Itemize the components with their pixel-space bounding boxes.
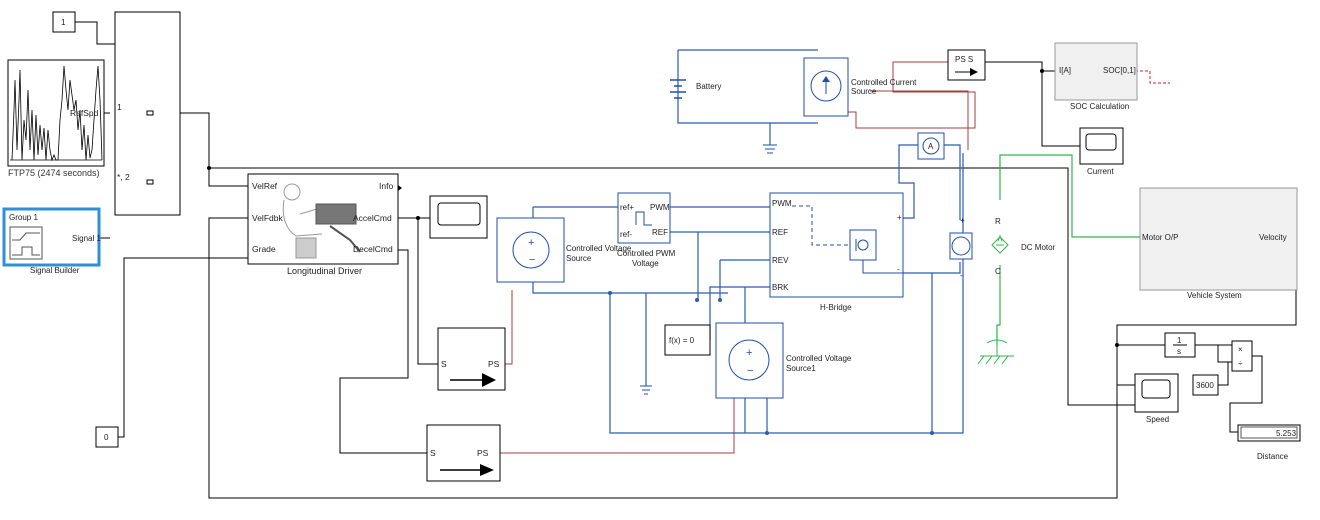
- ps-s-converter[interactable]: [947, 49, 986, 81]
- driver-caption: Longitudinal Driver: [287, 266, 362, 276]
- current-sensor-block[interactable]: [917, 132, 945, 160]
- controlled-voltage-source[interactable]: [496, 217, 565, 283]
- s-ps-2-out: PS: [477, 448, 489, 458]
- dc-motor-icon: [949, 232, 1009, 260]
- h-bridge-block[interactable]: [769, 192, 904, 298]
- battery-icon: [670, 79, 686, 99]
- motor-minus: -: [960, 271, 963, 280]
- svg-text:+: +: [528, 237, 534, 249]
- motor-c-port: C: [995, 267, 1001, 276]
- dc-motor-caption: DC Motor: [1021, 243, 1056, 252]
- ccs-label-line2: Source: [851, 87, 877, 96]
- svg-text:−: −: [747, 365, 753, 377]
- soc-in-port: I[A]: [1059, 66, 1071, 75]
- driver-out-info: Info: [379, 181, 393, 191]
- signal-builder-group: Group 1: [9, 213, 38, 222]
- constant-zero-value: 0: [104, 433, 109, 442]
- driver-in-velref: VelRef: [252, 181, 278, 191]
- pwm-label-line2: Voltage: [632, 259, 659, 268]
- cvs-label-line1: Controlled Voltage: [566, 244, 632, 253]
- hbridge-port-brk: BRK: [772, 283, 789, 292]
- s-ps-1-in: S: [441, 359, 447, 369]
- soc-out-port: SOC[0,1]: [1103, 66, 1136, 75]
- solver-config-text: f(x) = 0: [669, 336, 695, 345]
- driver-in-grade: Grade: [252, 244, 276, 254]
- solver-config-block[interactable]: [664, 324, 711, 356]
- s-ps-2-in: S: [430, 448, 436, 458]
- distance-value: 5.253: [1276, 429, 1297, 438]
- s-ps-1-out: PS: [488, 359, 500, 369]
- ccs-label-line1: Controlled Current: [851, 78, 917, 87]
- mechanical-lines: [996, 154, 1140, 345]
- distance-caption: Distance: [1257, 452, 1289, 461]
- driver-out-accelcmd: AccelCmd: [353, 213, 392, 223]
- cvs1-label-line2: Source1: [786, 364, 816, 373]
- cvs1-label-line1: Controlled Voltage: [786, 354, 852, 363]
- ps-s-label: PS S: [955, 55, 973, 64]
- hbridge-port-ref: REF: [772, 228, 788, 237]
- integrator-den: s: [1177, 347, 1181, 356]
- svg-text:+: +: [897, 213, 902, 222]
- pwm-port-pwm: PWM: [650, 203, 670, 212]
- cvs-label-line2: Source: [566, 254, 592, 263]
- svg-text:÷: ÷: [1238, 359, 1243, 368]
- vehicle-caption: Vehicle System: [1187, 291, 1242, 300]
- svg-text:-: -: [897, 265, 900, 274]
- mux-input-2-label: *, 2: [117, 172, 130, 182]
- hbridge-port-rev: REV: [772, 256, 789, 265]
- physical-lines: [532, 49, 964, 435]
- pwm-label-line1: Controlled PWM: [617, 249, 676, 258]
- svg-text:+: +: [746, 347, 752, 359]
- ftp75-caption: FTP75 (2474 seconds): [8, 168, 100, 178]
- soc-calculation-block[interactable]: [1054, 42, 1138, 101]
- pwm-port-ref: REF: [652, 228, 668, 237]
- pwm-port-refplus: ref+: [620, 203, 634, 212]
- vehicle-out-port: Velocity: [1259, 233, 1287, 242]
- ground-icon-2: [763, 144, 777, 154]
- constant-3600-block[interactable]: [1192, 374, 1219, 396]
- integrator-num: 1: [1177, 336, 1182, 345]
- vehicle-in-port: Motor O/P: [1142, 233, 1178, 242]
- current-scope-caption: Current: [1087, 167, 1114, 176]
- ground-icon-1: [640, 385, 652, 395]
- product-block[interactable]: [1231, 340, 1253, 372]
- ammeter-label: A: [928, 142, 934, 151]
- battery-label: Battery: [696, 82, 721, 91]
- hbridge-caption: H-Bridge: [820, 303, 852, 312]
- signal-builder-port: Signal 1: [72, 234, 101, 243]
- motor-plus: +: [960, 216, 965, 225]
- svg-text:−: −: [529, 254, 535, 266]
- driver-figure-icon: [282, 183, 361, 259]
- driver-out-decelcmd: DecelCmd: [353, 244, 393, 254]
- mux-input-1-label: 1: [117, 102, 122, 112]
- speed-scope-caption: Speed: [1146, 415, 1169, 424]
- product-symbol: ×: [1238, 345, 1243, 354]
- ftp75-waveform-icon: [10, 65, 103, 162]
- signal-builder-caption: Signal Builder: [30, 266, 80, 275]
- motor-r-port: R: [995, 217, 1001, 226]
- controlled-voltage-source1[interactable]: [715, 322, 784, 399]
- vehicle-system-block[interactable]: [1139, 187, 1298, 291]
- driver-in-velfdbk: VelFdbk: [252, 213, 283, 223]
- soc-caption: SOC Calculation: [1070, 102, 1129, 111]
- refspd-port-label: RefSpd: [70, 108, 99, 118]
- s-ps-converter-2[interactable]: [426, 424, 501, 482]
- pwm-port-refminus: ref-: [620, 230, 632, 239]
- signal-lines: [75, 21, 1297, 499]
- constant-one-value: 1: [61, 18, 66, 27]
- ftp75-block[interactable]: [7, 59, 105, 167]
- hbridge-port-pwm: PWM: [772, 199, 792, 208]
- mechanical-reference-icon: [977, 339, 1014, 365]
- constant-3600-value: 3600: [1196, 381, 1214, 390]
- signal-builder-icon: [9, 226, 43, 260]
- constant-zero-block[interactable]: [95, 426, 119, 448]
- constant-one-block[interactable]: [52, 11, 76, 33]
